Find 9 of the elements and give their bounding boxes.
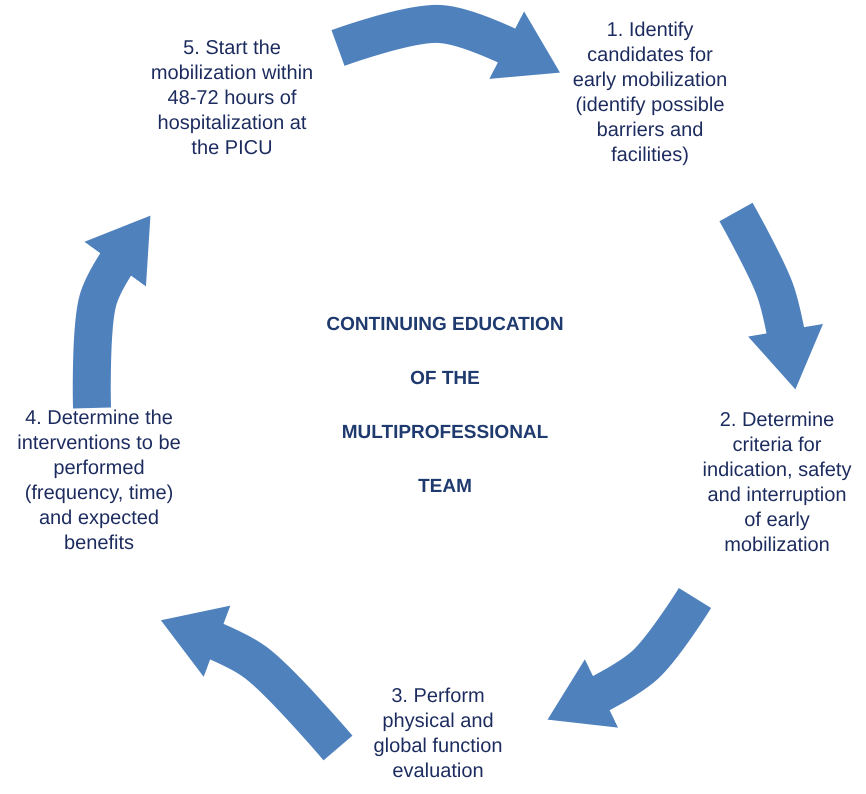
step-text: 5. Start the mobilization within 48-72 hours of hospitalization at the PICU xyxy=(132,36,332,214)
step-text: 4. Determine the interventions to be performed (frequency, time) and expected benefits xyxy=(4,406,194,600)
step-text: 3. Perform physical and global function evaluation xyxy=(340,684,536,790)
curved-arrow xyxy=(719,202,823,390)
step-text: 1. Identify candidates for early mobilization (identify possible barriers and facilities) xyxy=(552,18,748,222)
curved-arrow xyxy=(160,606,352,760)
center-title: CONTINUING EDUCATION OF THE MULTIPROFESSIONAL TEAM xyxy=(325,313,565,499)
step-text: 2. Determine criteria for indication, safety and interruption of early mobilization xyxy=(692,408,862,602)
curved-arrow xyxy=(548,588,712,728)
